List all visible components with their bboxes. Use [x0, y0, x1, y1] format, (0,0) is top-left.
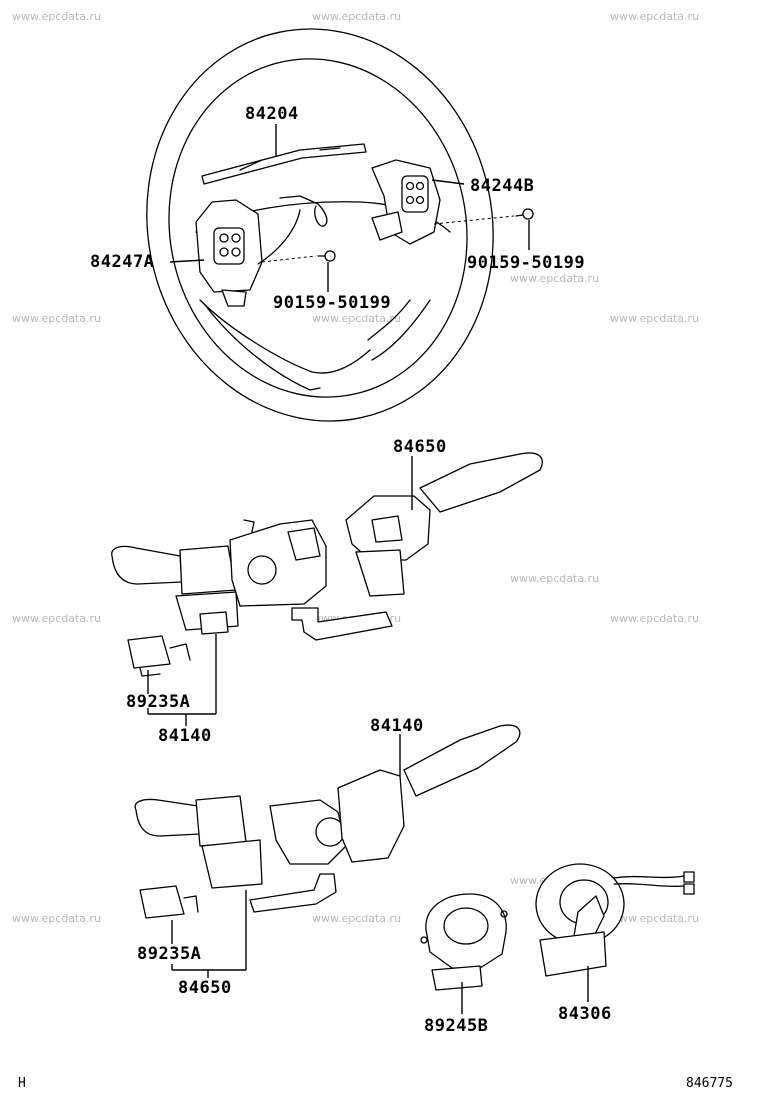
watermark: www.epcdata.ru	[12, 912, 102, 925]
part-label-84306[interactable]: 84306	[558, 1004, 612, 1024]
spiral-cable-cover-drawing	[420, 893, 508, 991]
watermark: www.epcdata.ru	[12, 612, 102, 625]
part-label-89235a-lower[interactable]: 89235A	[137, 944, 202, 964]
part-label-89235a-upper[interactable]: 89235A	[126, 692, 191, 712]
watermark: www.epcdata.ru	[312, 10, 402, 23]
combination-switch-upper-drawing	[111, 452, 543, 677]
spiral-cable-drawing	[535, 863, 695, 977]
watermark: www.epcdata.ru	[610, 912, 700, 925]
steering-wheel-drawing	[146, 28, 534, 422]
part-label-84247a[interactable]: 84247A	[90, 252, 155, 272]
corner-code: H	[18, 1076, 26, 1091]
watermark: www.epcdata.ru	[610, 312, 700, 325]
part-label-84140-upper[interactable]: 84140	[158, 726, 212, 746]
part-label-90159-50199-center[interactable]: 90159-50199	[273, 293, 392, 313]
watermark: www.epcdata.ru	[312, 312, 402, 325]
part-label-84650-upper[interactable]: 84650	[393, 437, 447, 457]
watermark: www.epcdata.ru	[610, 10, 700, 23]
part-label-89245b[interactable]: 89245B	[424, 1016, 489, 1036]
watermark: www.epcdata.ru	[510, 272, 600, 285]
watermark: www.epcdata.ru	[12, 10, 102, 23]
part-label-84650-lower[interactable]: 84650	[178, 978, 232, 998]
part-label-84244b[interactable]: 84244B	[470, 176, 535, 196]
watermark: www.epcdata.ru	[12, 312, 102, 325]
part-label-90159-50199-right[interactable]: 90159-50199	[467, 253, 586, 273]
part-label-84140-middle[interactable]: 84140	[370, 716, 424, 736]
watermark: www.epcdata.ru	[610, 612, 700, 625]
watermark: www.epcdata.ru	[312, 912, 402, 925]
part-label-84204[interactable]: 84204	[245, 104, 299, 124]
diagram-number: 846775	[686, 1076, 733, 1091]
leader-lines	[147, 124, 589, 1014]
watermark: www.epcdata.ru	[510, 572, 600, 585]
combination-switch-lower-drawing	[134, 724, 521, 919]
